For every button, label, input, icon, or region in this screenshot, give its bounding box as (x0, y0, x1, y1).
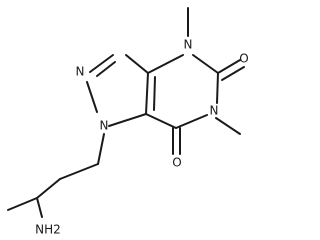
chemical-structure-diagram: N N N N O O NH2 (7, 7, 249, 237)
bond-n1-c6 (175, 114, 208, 129)
atom-label-o6: O (172, 156, 181, 170)
atom-labels: N N N N O O NH2 (35, 38, 249, 237)
atom-label-n3: N (184, 38, 193, 52)
bond-c2-o2 (217, 59, 241, 74)
bond-c8-c4 (125, 54, 149, 74)
bond-n9-c8-double (96, 61, 116, 77)
bond-ch2-ch2 (59, 163, 99, 180)
carbonyl-groups (172, 59, 245, 155)
bond-c4-n3 (147, 54, 184, 74)
bond-n7-c5 (108, 113, 147, 127)
bond-ch-nh2 (36, 197, 43, 218)
aminobutyl-chain (7, 133, 105, 218)
bond-n3-c2 (192, 54, 219, 74)
pyrimidine-ring (145, 54, 219, 129)
bond-c2-o2-double (221, 66, 245, 81)
bond-n7-ch2 (97, 133, 105, 165)
bond-n1-methyl (215, 117, 241, 135)
atom-label-n-imidazole: N (76, 65, 85, 79)
bond-n9-c8 (89, 54, 114, 73)
bond-c6-c5 (145, 113, 177, 129)
bond-c8-n7 (86, 81, 98, 113)
atom-label-n1: N (210, 104, 219, 118)
bond-ch2-ch (36, 178, 61, 199)
atom-label-o2: O (239, 52, 248, 66)
atom-label-nh2: NH2 (35, 223, 61, 237)
bond-c4-c5-double (153, 76, 156, 111)
bond-c2-n1 (216, 72, 219, 104)
imidazole-ring (86, 54, 156, 127)
methyl-groups (187, 7, 241, 135)
atom-label-n7: N (100, 119, 109, 133)
bond-c4-c5 (145, 72, 149, 115)
bond-ch-methyl (7, 197, 38, 211)
